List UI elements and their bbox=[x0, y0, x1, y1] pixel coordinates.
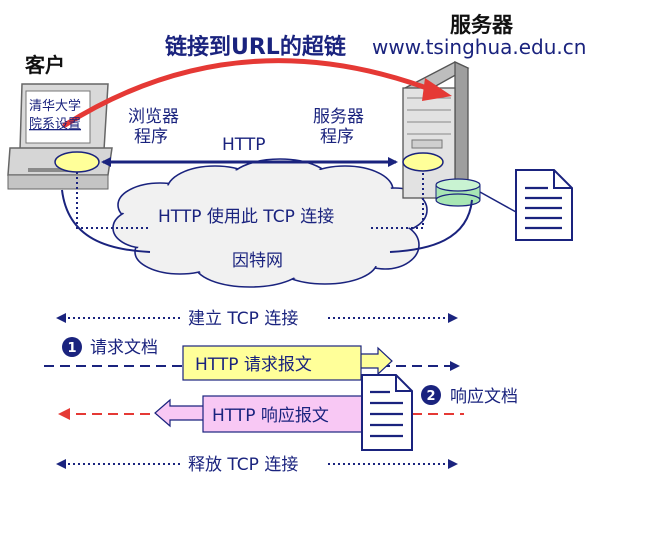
browser-label-line2: 程序 bbox=[134, 127, 168, 147]
response-box-label: HTTP 响应报文 bbox=[212, 406, 329, 426]
http-label: HTTP bbox=[222, 135, 266, 155]
server-label: 服务器 bbox=[450, 13, 514, 37]
step1-label: 请求文档 bbox=[90, 338, 158, 358]
server-program-oval bbox=[402, 152, 444, 172]
establish-tcp-label: 建立 TCP 连接 bbox=[188, 309, 298, 329]
server-program-line2: 程序 bbox=[320, 127, 354, 147]
browser-program-oval bbox=[54, 151, 100, 173]
request-message-box bbox=[182, 345, 393, 381]
response-document-icon bbox=[361, 374, 413, 451]
response-message-box bbox=[154, 395, 384, 433]
client-label: 客户 bbox=[24, 53, 65, 77]
page-title: 链接到URL的超链 bbox=[165, 34, 346, 60]
browser-label-line1: 浏览器 bbox=[128, 107, 179, 127]
tcp-connection-path bbox=[76, 171, 424, 229]
tcp-connection-label: HTTP 使用此 TCP 连接 bbox=[158, 206, 334, 227]
hyperlink-arc bbox=[62, 58, 443, 128]
disk-to-document-line bbox=[479, 191, 517, 213]
step1-circle bbox=[62, 337, 82, 357]
hyperlink-arrowhead bbox=[422, 78, 452, 101]
server-network-cable bbox=[389, 199, 473, 253]
internet-label: 因特网 bbox=[232, 251, 283, 271]
screen-line1: 清华大学 bbox=[29, 98, 81, 114]
step2-number: 2 bbox=[426, 389, 435, 404]
request-box-label: HTTP 请求报文 bbox=[195, 355, 312, 375]
document-icon bbox=[515, 169, 573, 241]
server-program-line1: 服务器 bbox=[313, 107, 364, 127]
screen-line2: 院系设置 bbox=[29, 117, 81, 132]
step1-number: 1 bbox=[67, 341, 76, 356]
step2-label: 响应文档 bbox=[450, 387, 518, 407]
release-tcp-label: 释放 TCP 连接 bbox=[188, 455, 298, 475]
step2-circle bbox=[421, 385, 441, 405]
server-url: www.tsinghua.edu.cn bbox=[372, 35, 586, 59]
client-network-cable bbox=[61, 189, 151, 253]
server-disk bbox=[435, 178, 481, 207]
